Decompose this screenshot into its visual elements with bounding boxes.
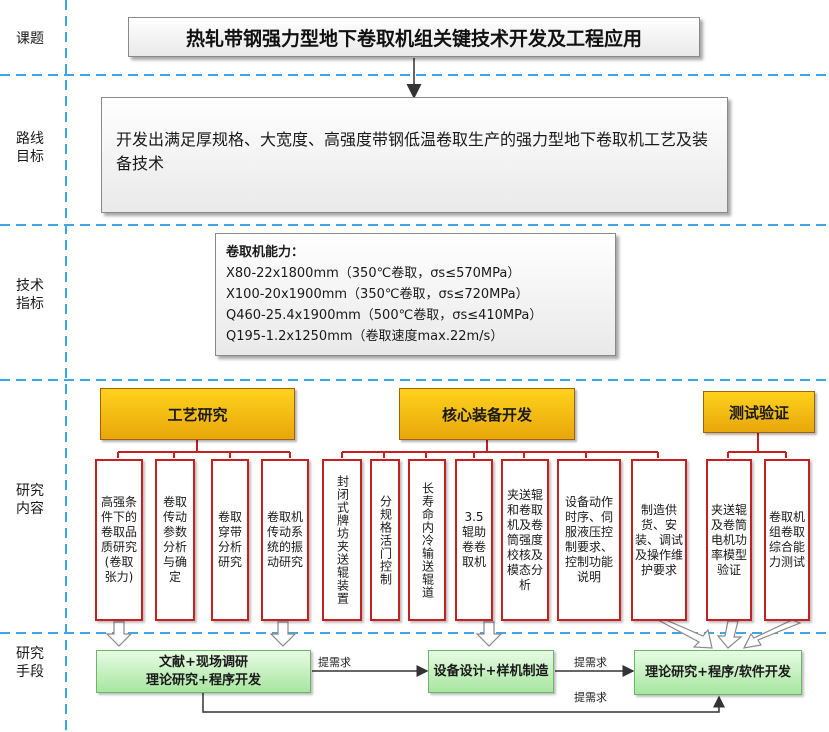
spec-line: X100-20x1900mm（350℃卷取，σs≤720MPa） [226,287,529,302]
tech-specs: 卷取机能力： X80-22x1800mm（350℃卷取，σs≤570MPa） X… [215,233,616,356]
research-item: 分规格活门控制 [370,459,400,621]
need-label: 提需求 [318,656,351,669]
row-label-route: 路线 目标 [16,131,44,165]
category-testing: 测试验证 [703,391,815,433]
method-research: 文献+现场调研 理论研究+程序开发 [96,650,311,693]
method-software: 理论研究+程序/软件开发 [634,650,802,695]
research-item: 设备动作时序、伺服液压控制要求、控制功能说明 [557,459,621,621]
row-label-topic: 课题 [16,31,44,47]
need-label: 提需求 [574,691,607,704]
route-goal: 开发出满足厚规格、大宽度、高强度带钢低温卷取生产的强力型地下卷取机工艺及装备技术 [101,97,728,213]
research-item: 卷取传动参数分析与确定 [155,459,195,621]
spec-line: Q460-25.4x1900mm（500℃卷取，σs≤410MPa） [226,308,543,323]
project-title: 热轧带钢强力型地下卷取机组关键技术开发及工程应用 [128,17,700,57]
need-label: 提需求 [574,656,607,669]
row-label-tech: 技术 指标 [16,278,44,312]
research-item: 3.5辊助卷卷取机 [455,459,493,621]
row-label-method: 研究 手段 [16,646,44,680]
research-item: 制造供货、安装、调试及操作维护要求 [631,459,687,621]
category-process: 工艺研究 [100,388,295,440]
research-item: 卷取机传动系统的振动研究 [261,459,309,621]
row-label-research: 研究 内容 [16,483,44,517]
research-item: 长寿命内冷输送辊道 [408,459,446,621]
method-design: 设备设计+样机制造 [428,650,554,693]
spec-line: X80-22x1800mm（350℃卷取，σs≤570MPa） [226,266,521,281]
research-item: 卷取机组卷取综合能力测试 [764,459,810,621]
research-item: 高强条件下的卷取品质研究(卷取张力) [95,459,143,621]
research-item: 卷取穿带分析研究 [211,459,249,621]
category-equipment: 核心装备开发 [399,388,575,440]
research-item: 夹送辊和卷取机及卷筒强度校核及模态分析 [501,459,549,621]
spec-line: Q195-1.2x1250mm（卷取速度max.22m/s） [226,329,504,344]
specs-heading: 卷取机能力： [226,245,305,260]
research-item: 封闭式牌坊夹送辊装置 [322,459,362,621]
research-item: 夹送辊及卷筒电机功率模型验证 [706,459,752,621]
